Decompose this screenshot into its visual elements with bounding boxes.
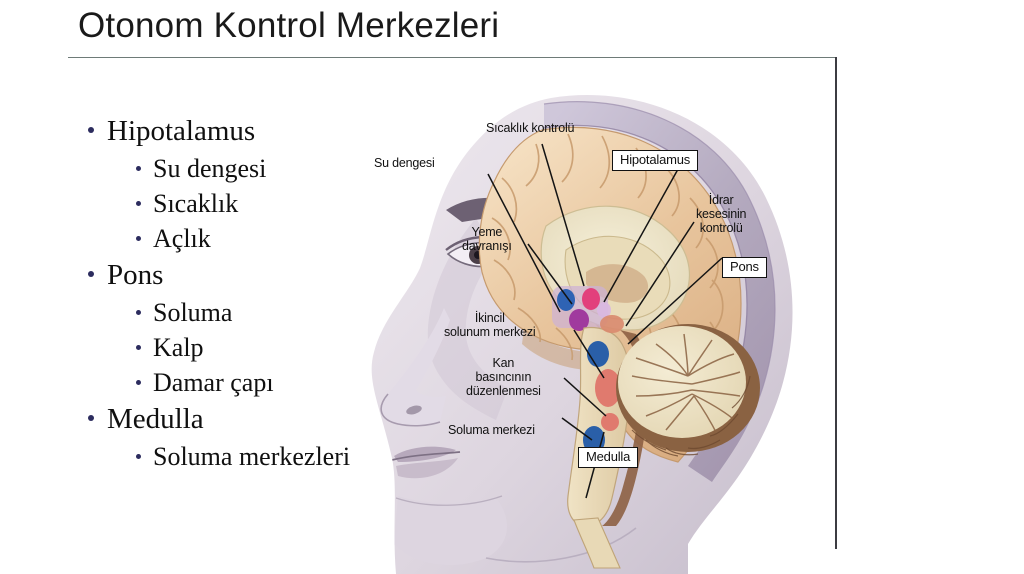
figure-label-medulla: Medulla <box>578 447 639 468</box>
figure-label-idrar-kesesinin-kontrolu: İdrar kesesinin kontrolü <box>696 193 747 235</box>
cerebellum-folia <box>631 375 751 457</box>
leader-su-dengesi <box>487 173 561 313</box>
leader-lines <box>487 143 723 499</box>
figure-label-yeme-davranisi: Yeme davranışı <box>462 225 512 253</box>
list-item: Damar çapı <box>136 365 408 400</box>
nucleus-pink-hypothalamus <box>582 288 600 310</box>
bullet-dot-icon <box>136 454 141 459</box>
list-item: Soluma merkezleri <box>136 439 408 474</box>
list-item: Pons <box>88 256 408 295</box>
leader-ikincil <box>573 329 605 379</box>
figure-label-sicaklik-kontrolu: Sıcaklık kontrolü <box>486 121 575 135</box>
list-item-label: Açlık <box>153 224 211 253</box>
figure-label-su-dengesi: Su dengesi <box>374 156 435 170</box>
list-item: Hipotalamus <box>88 112 408 151</box>
page-title: Otonom Kontrol Merkezleri <box>78 6 500 45</box>
lower-lip <box>396 458 458 479</box>
leader-yeme <box>527 243 573 305</box>
cerebellum-body <box>618 326 746 438</box>
list-item: Medulla <box>88 400 408 439</box>
leader-sicaklik <box>541 143 585 287</box>
bullet-dot-icon <box>88 415 94 421</box>
list-item-label: Soluma <box>153 298 233 327</box>
nucleus-pale-hypothalamus <box>597 302 611 318</box>
mouth-line <box>391 451 461 461</box>
list-item: Sıcaklık <box>136 186 408 221</box>
list-item: Açlık <box>136 221 408 256</box>
bullet-dot-icon <box>88 127 94 133</box>
nucleus-tan-upper <box>600 315 624 333</box>
list-item-label: Pons <box>107 259 164 291</box>
bullet-dot-icon <box>136 380 141 385</box>
skull-vault <box>544 101 776 483</box>
nose <box>381 308 450 426</box>
leader-soluma <box>561 417 593 441</box>
spinal-cord <box>573 517 621 569</box>
face-shading <box>427 218 508 420</box>
leader-pons <box>627 257 723 345</box>
list-item-label: Kalp <box>153 333 204 362</box>
jawline <box>485 527 637 563</box>
figure-label-hipotalamus: Hipotalamus <box>612 150 699 171</box>
list-item-label: Medulla <box>107 403 204 435</box>
outline-list: Hipotalamus Su dengesi Sıcaklık Açlık Po… <box>88 112 408 474</box>
brain-anatomy-illustration <box>371 95 793 574</box>
figure-label-pons: Pons <box>722 257 767 278</box>
nucleus-red-bloodpressure <box>601 413 619 431</box>
cerebellum <box>616 324 760 457</box>
frame-right-divider <box>835 57 837 549</box>
leader-idrar <box>625 221 695 327</box>
list-item-label: Sıcaklık <box>153 189 239 218</box>
list-item: Su dengesi <box>136 151 408 186</box>
chin-crease <box>395 495 503 506</box>
list-item-label: Hipotalamus <box>107 115 256 147</box>
bullet-dot-icon <box>136 236 141 241</box>
nucleus-blue-pons-upper <box>587 341 609 367</box>
bullet-dot-icon <box>136 310 141 315</box>
figure-label-kan-basincinin-duzenlenmesi: Kan basıncının düzenlenmesi <box>466 356 541 398</box>
nucleus-blue-hypothalamus <box>557 289 575 311</box>
bullet-dot-icon <box>136 166 141 171</box>
figure-label-ikincil-solunum-merkezi: İkincil solunum merkezi <box>444 311 536 339</box>
nose-outline <box>380 393 441 427</box>
list-item: Soluma <box>136 295 408 330</box>
brain-anatomy-figure: Sıcaklık kontrolü Su dengesi Hipotalamus… <box>336 58 836 574</box>
list-item-label: Su dengesi <box>153 154 267 183</box>
figure-label-soluma-merkezi: Soluma merkezi <box>448 423 535 437</box>
skull-outer-edge <box>543 101 776 417</box>
nucleus-magenta-hypothalamus <box>569 309 589 331</box>
bullet-dot-icon <box>88 271 94 277</box>
leader-hipotalamus <box>603 161 683 303</box>
bullet-dot-icon <box>136 345 141 350</box>
brainstem <box>567 315 649 569</box>
arbor-vitae <box>631 333 741 437</box>
list-item-label: Soluma merkezleri <box>153 442 351 471</box>
nucleus-red-respiratory <box>595 369 621 407</box>
bullet-dot-icon <box>136 201 141 206</box>
nostril <box>406 405 422 415</box>
frame-top-divider <box>68 57 836 58</box>
list-item-label: Damar çapı <box>153 368 274 397</box>
skull-inner-edge <box>543 124 748 399</box>
list-item: Kalp <box>136 330 408 365</box>
chin <box>394 496 507 566</box>
leader-kan-basinci <box>563 377 607 417</box>
